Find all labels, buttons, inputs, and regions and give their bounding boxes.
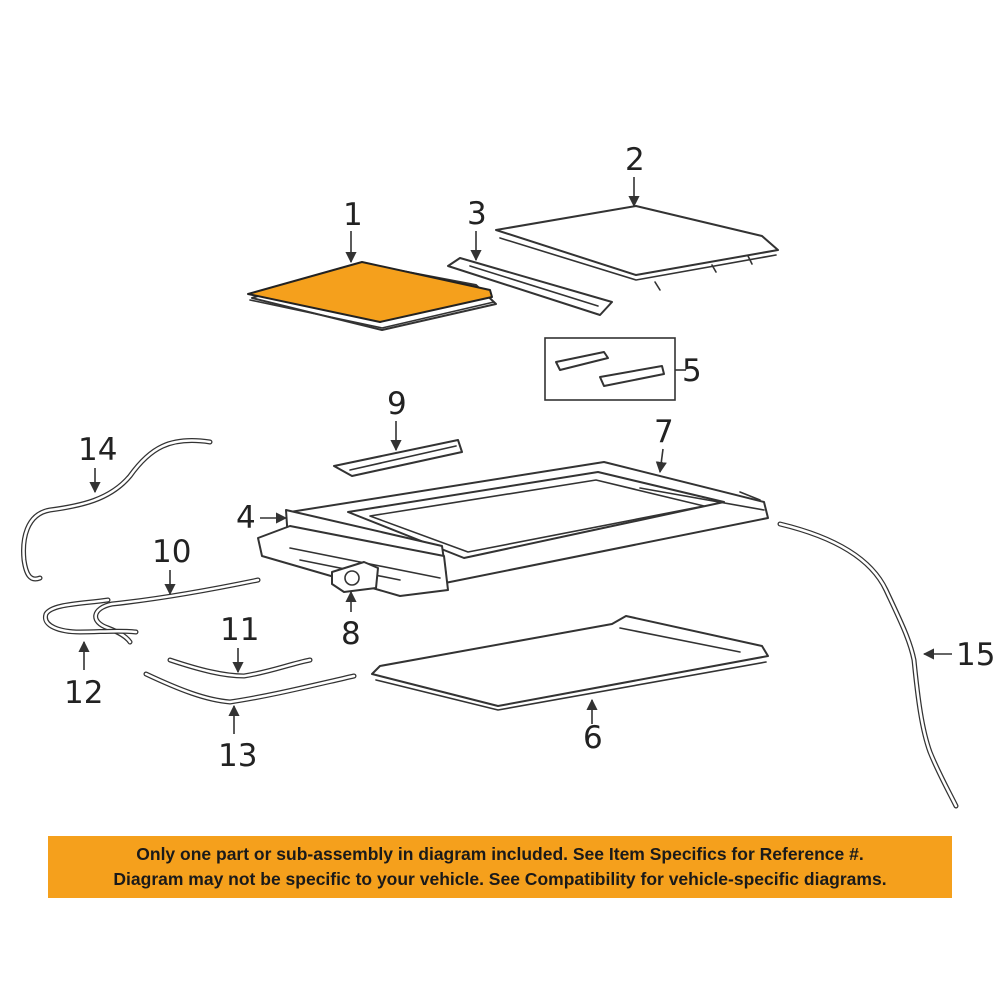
svg-text:8: 8 xyxy=(341,616,361,652)
svg-text:3: 3 xyxy=(467,196,487,232)
callout-4: 4 xyxy=(236,500,288,536)
callout-12: 12 xyxy=(64,640,103,711)
part-8-motor[interactable] xyxy=(331,561,379,593)
svg-text:11: 11 xyxy=(220,612,259,648)
notice-line-1: Only one part or sub-assembly in diagram… xyxy=(136,844,864,864)
svg-text:7: 7 xyxy=(654,414,674,450)
svg-text:4: 4 xyxy=(236,500,256,536)
svg-text:2: 2 xyxy=(625,142,645,178)
svg-text:6: 6 xyxy=(583,720,603,756)
callout-6: 6 xyxy=(583,698,603,756)
part-12-seal[interactable] xyxy=(43,597,139,635)
svg-text:1: 1 xyxy=(343,197,363,233)
part-6-sunshade[interactable] xyxy=(371,615,769,711)
callout-8: 8 xyxy=(341,590,361,652)
svg-text:9: 9 xyxy=(387,386,407,422)
callout-9: 9 xyxy=(387,386,407,452)
svg-text:12: 12 xyxy=(64,675,103,711)
part-15-drain-hose[interactable] xyxy=(777,521,959,809)
callout-2: 2 xyxy=(625,142,645,208)
callout-11: 11 xyxy=(220,612,259,674)
notice-line-2: Diagram may not be specific to your vehi… xyxy=(113,869,887,889)
part-3-deflector[interactable] xyxy=(447,257,613,316)
callout-5: 5 xyxy=(675,353,702,389)
notice-banner: Only one part or sub-assembly in diagram… xyxy=(48,836,952,898)
svg-text:15: 15 xyxy=(956,637,995,673)
part-4-front-housing[interactable] xyxy=(257,509,449,597)
svg-text:5: 5 xyxy=(682,353,702,389)
callout-7: 7 xyxy=(654,414,674,474)
callout-3: 3 xyxy=(467,196,487,262)
svg-text:10: 10 xyxy=(152,534,191,570)
callout-1: 1 xyxy=(343,197,363,264)
part-5-brackets[interactable] xyxy=(544,337,676,401)
part-1-glass-panel[interactable] xyxy=(247,261,497,331)
svg-text:14: 14 xyxy=(78,432,117,468)
callout-13: 13 xyxy=(218,704,257,774)
part-11-trim[interactable] xyxy=(167,657,313,679)
part-9-trim-cover[interactable] xyxy=(333,439,463,477)
callout-15: 15 xyxy=(922,637,995,673)
callout-14: 14 xyxy=(78,432,117,494)
part-2-roof-panel[interactable] xyxy=(495,205,779,291)
part-13-seal[interactable] xyxy=(143,671,357,705)
part-14-drain-hose[interactable] xyxy=(21,438,213,582)
svg-text:13: 13 xyxy=(218,738,257,774)
callout-10: 10 xyxy=(152,534,191,596)
